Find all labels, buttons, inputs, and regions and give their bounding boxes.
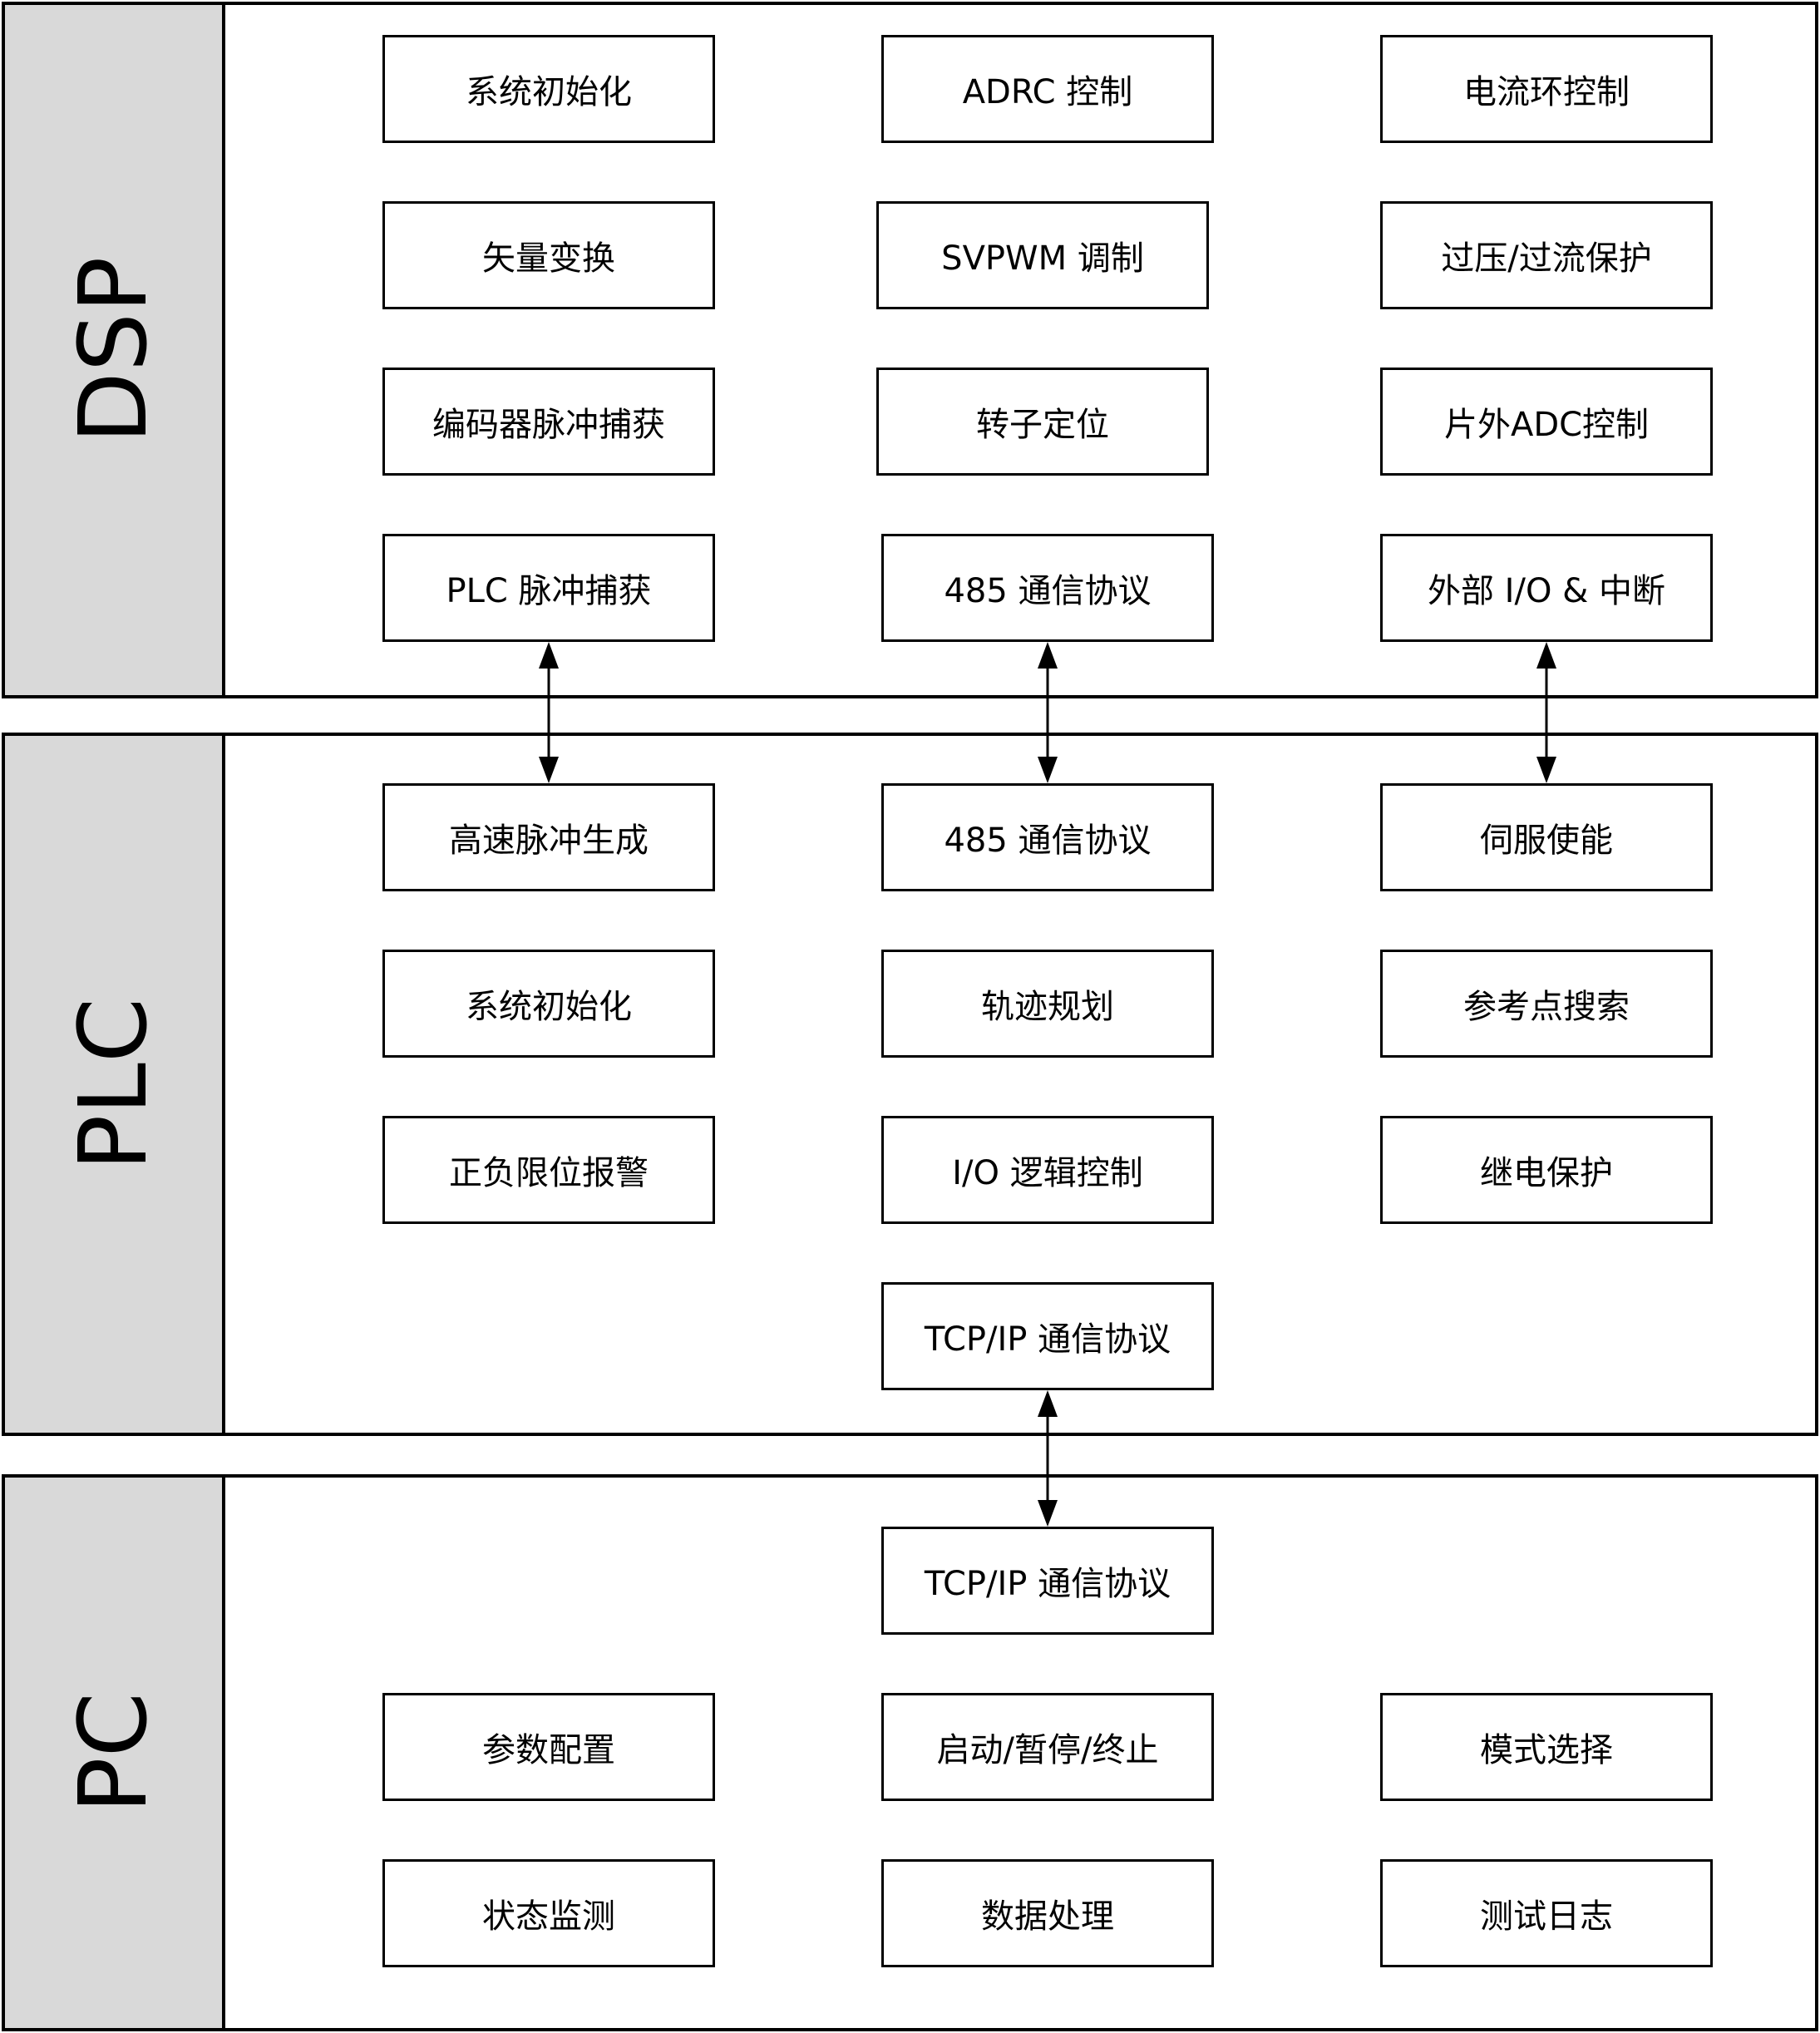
plc-box-reference-search: 参考点搜索 (1380, 950, 1713, 1058)
dsp-layer-label: DSP (59, 256, 168, 444)
dsp-layer-sidebar: DSP (5, 5, 225, 695)
dsp-box-adrc-control: ADRC 控制 (881, 35, 1214, 143)
dsp-box-svpwm: SVPWM 调制 (876, 201, 1209, 309)
plc-layer-label: PLC (59, 997, 168, 1172)
pc-box-test-log: 测试日志 (1380, 1859, 1713, 1967)
dsp-box-encoder-capture: 编码器脉冲捕获 (382, 368, 715, 476)
pc-box-start-pause-stop: 启动/暂停/终止 (881, 1693, 1214, 1801)
plc-box-high-speed-pulse: 高速脉冲生成 (382, 783, 715, 891)
plc-layer-sidebar: PLC (5, 736, 225, 1433)
dsp-box-rotor-positioning: 转子定位 (876, 368, 1209, 476)
dsp-box-current-loop: 电流环控制 (1380, 35, 1713, 143)
dsp-box-external-io: 外部 I/O & 中断 (1380, 534, 1713, 642)
pc-box-status-monitor: 状态监测 (382, 1859, 715, 1967)
pc-box-mode-select: 模式选择 (1380, 1693, 1713, 1801)
plc-box-io-logic: I/O 逻辑控制 (881, 1116, 1214, 1224)
dsp-box-vector-transform: 矢量变换 (382, 201, 715, 309)
dsp-box-plc-pulse-capture: PLC 脉冲捕获 (382, 534, 715, 642)
plc-box-servo-enable: 伺服使能 (1380, 783, 1713, 891)
dsp-box-offchip-adc: 片外ADC控制 (1380, 368, 1713, 476)
pc-box-tcpip-protocol: TCP/IP 通信协议 (881, 1527, 1214, 1635)
plc-box-485-protocol: 485 通信协议 (881, 783, 1214, 891)
plc-box-system-init: 系统初始化 (382, 950, 715, 1058)
pc-box-parameter-config: 参数配置 (382, 1693, 715, 1801)
plc-box-limit-alarm: 正负限位报警 (382, 1116, 715, 1224)
dsp-box-overvoltage-protection: 过压/过流保护 (1380, 201, 1713, 309)
dsp-box-485-protocol: 485 通信协议 (881, 534, 1214, 642)
plc-box-trajectory-planning: 轨迹规划 (881, 950, 1214, 1058)
pc-layer-sidebar: PC (5, 1478, 225, 2028)
plc-box-tcpip-protocol: TCP/IP 通信协议 (881, 1282, 1214, 1390)
pc-layer-label: PC (59, 1692, 168, 1813)
plc-box-relay-protection: 继电保护 (1380, 1116, 1713, 1224)
pc-box-data-processing: 数据处理 (881, 1859, 1214, 1967)
dsp-box-system-init: 系统初始化 (382, 35, 715, 143)
